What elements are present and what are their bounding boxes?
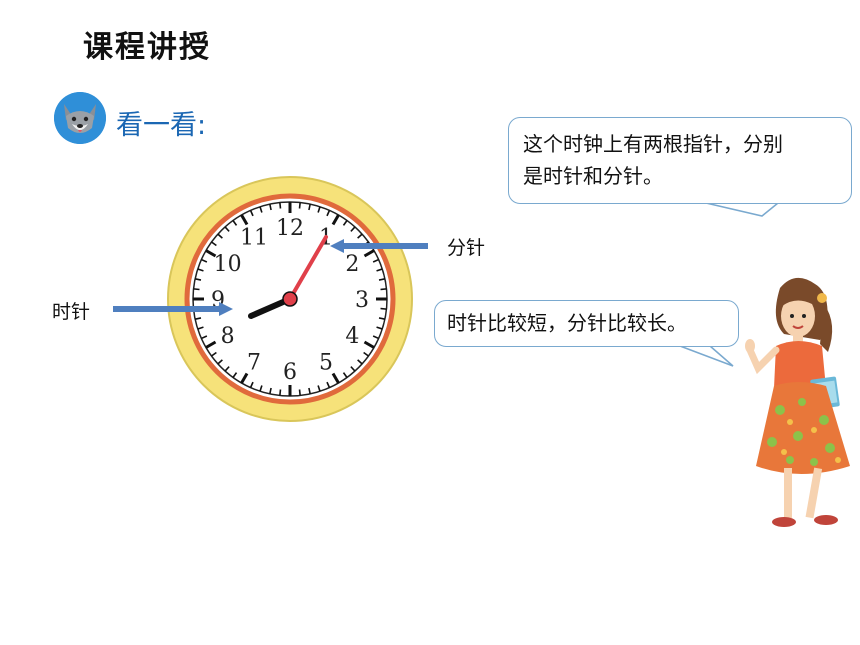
clock-tick xyxy=(240,214,249,226)
clock-tick xyxy=(194,278,202,281)
clock-tick xyxy=(197,326,204,330)
clock-tick xyxy=(217,233,223,239)
clock-tick xyxy=(378,278,386,281)
clock-number: 12 xyxy=(276,216,304,241)
minute-hand-label: 分针 xyxy=(447,237,486,259)
clock-tick xyxy=(232,220,238,226)
hour-arrow xyxy=(113,302,233,316)
clock-number: 4 xyxy=(345,324,359,349)
clock-tick xyxy=(331,214,340,226)
clock-tick xyxy=(269,387,272,395)
clock-number: 11 xyxy=(240,226,268,251)
minute-hand xyxy=(288,235,328,301)
clock-tick xyxy=(279,389,282,396)
clock-tick xyxy=(205,340,217,349)
clock-tick xyxy=(211,241,217,247)
clock-tick xyxy=(357,233,363,239)
clock-tick xyxy=(357,359,363,365)
clock-tick xyxy=(259,385,263,392)
clock-tick xyxy=(232,372,238,378)
clock-tick xyxy=(331,372,340,384)
clock-tick xyxy=(201,335,208,340)
clock-tick xyxy=(205,249,217,258)
clock-number: 2 xyxy=(345,252,359,277)
clock-tick xyxy=(298,389,301,396)
clock-tick xyxy=(249,381,254,388)
clock-tick xyxy=(372,335,379,340)
clock-tick xyxy=(193,288,200,291)
bubble-top-line1: 这个时钟上有两根指针，分别 xyxy=(523,132,783,156)
clock-tick xyxy=(194,317,202,320)
clock-tick xyxy=(380,307,387,310)
bubble-top-line2: 是时针和分针。 xyxy=(523,164,663,188)
clock-tick xyxy=(363,351,369,357)
clock-number: 6 xyxy=(283,360,297,385)
clock-tick xyxy=(298,202,301,209)
clock-tick xyxy=(249,210,254,217)
speech-bubble-top: 这个时钟上有两根指针，分别 是时针和分针。 xyxy=(508,117,852,204)
clock-tick xyxy=(342,220,348,226)
clock-tick xyxy=(308,203,311,211)
clock-tick xyxy=(240,372,249,384)
speech-bubble-bottom: 时针比较短，分针比较长。 xyxy=(434,300,739,347)
clock-number: 3 xyxy=(355,288,369,313)
hour-hand-label: 时针 xyxy=(52,301,91,323)
clock-tick xyxy=(224,366,230,372)
clock-tick xyxy=(363,249,375,258)
clock-tick xyxy=(259,206,263,213)
clock-tick xyxy=(372,258,379,263)
clock-tick xyxy=(269,203,272,211)
clock-tick xyxy=(317,206,321,213)
clock-tick xyxy=(350,226,356,232)
clock-tick xyxy=(308,387,311,395)
clock-tick xyxy=(376,268,383,272)
section-label: 看一看: xyxy=(116,110,207,141)
clock-tick xyxy=(342,372,348,378)
clock-tick xyxy=(197,268,204,272)
minute-arrow xyxy=(330,239,428,253)
clock-tick xyxy=(376,326,383,330)
clock-ticks xyxy=(193,202,387,396)
clock-center xyxy=(282,291,298,307)
clock-tick xyxy=(380,288,387,291)
clock-tick xyxy=(317,385,321,392)
wolf-head-icon xyxy=(54,92,106,144)
clock-tick xyxy=(224,226,230,232)
clock-tick xyxy=(378,317,386,320)
clock-number: 10 xyxy=(214,252,242,277)
clock-number: 5 xyxy=(319,350,333,375)
bubble-bottom-text: 时针比较短，分针比较长。 xyxy=(447,311,687,335)
clock-number: 8 xyxy=(221,324,235,349)
clock-tick xyxy=(201,258,208,263)
clock-numbers: 121234567891011 xyxy=(211,216,369,385)
clock-tick xyxy=(326,210,331,217)
girl-illustration xyxy=(745,277,850,527)
clock: 121234567891011 xyxy=(167,176,413,422)
clock-tick xyxy=(363,340,375,349)
clock-tick xyxy=(326,381,331,388)
clock-tick xyxy=(279,202,282,209)
clock-tick xyxy=(350,366,356,372)
page-title: 课程讲授 xyxy=(83,30,211,65)
clock-tick xyxy=(211,351,217,357)
clock-tick xyxy=(217,359,223,365)
clock-number: 7 xyxy=(247,350,261,375)
